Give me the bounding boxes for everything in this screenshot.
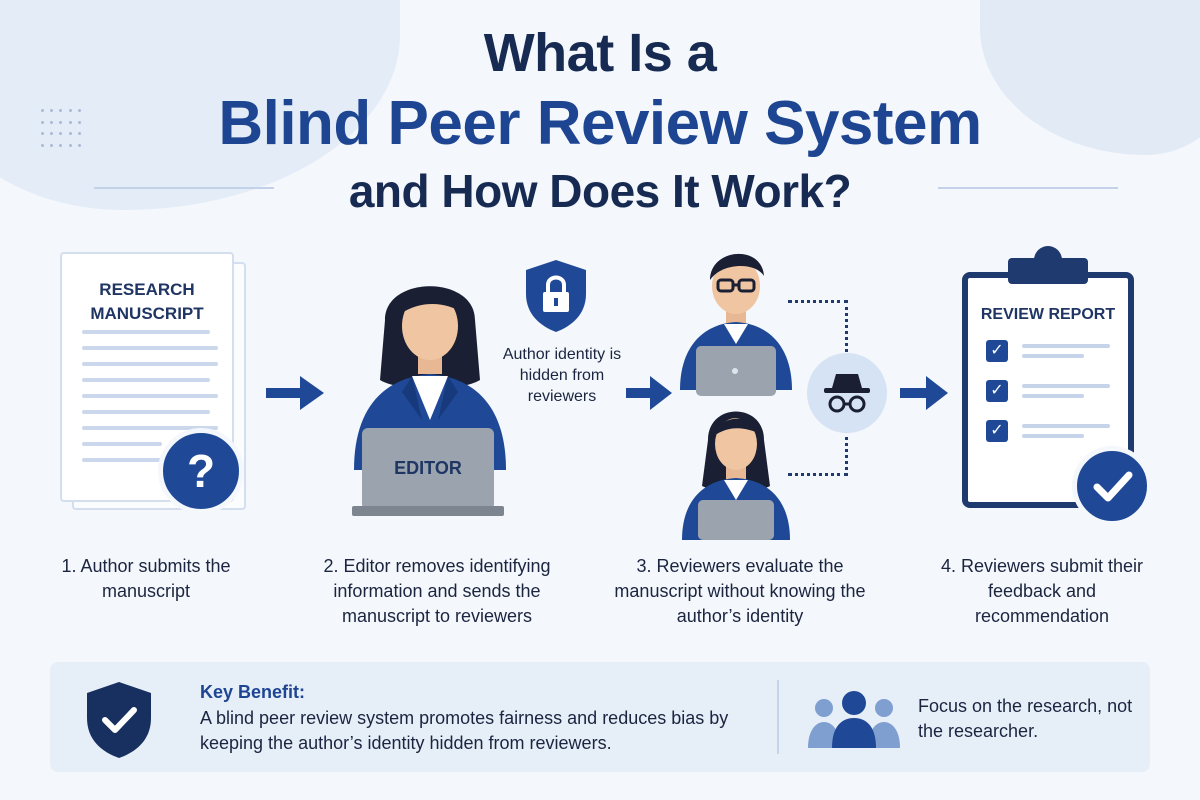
reviewer-laptop-2 <box>698 500 774 540</box>
checkbox-checked-icon: ✓ <box>986 380 1008 402</box>
tagline: Focus on the research, not the researche… <box>918 696 1133 741</box>
flow-arrow-icon <box>626 376 672 410</box>
manuscript-heading: RESEARCH MANUSCRIPT <box>90 280 204 323</box>
checklist-item: ✓ <box>986 420 1126 442</box>
step-2-caption: 2. Editor removes identifying informatio… <box>323 556 551 626</box>
clipboard-clip <box>1008 258 1088 284</box>
checklist-item: ✓ <box>986 380 1126 402</box>
incognito-icon <box>807 353 887 433</box>
step-3-caption: 3. Reviewers evaluate the manuscript wit… <box>614 556 866 626</box>
review-report-heading: REVIEW REPORT <box>980 306 1116 323</box>
checklist-item: ✓ <box>986 340 1126 362</box>
connector-dotted-top <box>788 300 848 352</box>
panel-divider <box>777 680 779 754</box>
flow-arrow-icon <box>266 376 324 410</box>
shield-check-icon <box>87 682 151 758</box>
title-line-1: What Is a <box>483 23 717 83</box>
editor-laptop <box>362 428 494 510</box>
checkmark-badge-icon <box>1072 446 1152 526</box>
checkbox-checked-icon: ✓ <box>986 420 1008 442</box>
step-4-caption: 4. Reviewers submit their feedback and r… <box>940 556 1144 626</box>
key-benefit-title: Key Benefit: <box>200 682 306 702</box>
title-line-3: and How Does It Work? <box>348 165 852 217</box>
title-rule-left <box>94 187 274 189</box>
flow-arrow-icon <box>900 376 948 410</box>
checkbox-checked-icon: ✓ <box>986 340 1008 362</box>
group-people-icon <box>808 691 900 748</box>
lock-shield-icon <box>526 260 586 332</box>
manuscript-document: RESEARCH MANUSCRIPT <box>60 252 234 502</box>
decorative-dot-grid <box>38 106 84 152</box>
laptop-base <box>352 506 504 516</box>
title-line-2: Blind Peer Review System <box>218 89 982 158</box>
connector-dotted-bottom <box>788 430 848 476</box>
step-1-caption: 1. Author submits the manuscript <box>61 556 231 601</box>
editor-laptop-label: EDITOR <box>394 458 462 478</box>
title-rule-right <box>938 187 1118 189</box>
laptop-dot <box>732 368 738 374</box>
anonymity-note: Author identity is hidden from reviewers <box>502 346 622 405</box>
key-benefit-body: A blind peer review system promotes fair… <box>200 708 729 753</box>
question-mark-icon: ? <box>158 428 244 514</box>
key-benefit-panel: Key Benefit: A blind peer review system … <box>50 662 1150 772</box>
